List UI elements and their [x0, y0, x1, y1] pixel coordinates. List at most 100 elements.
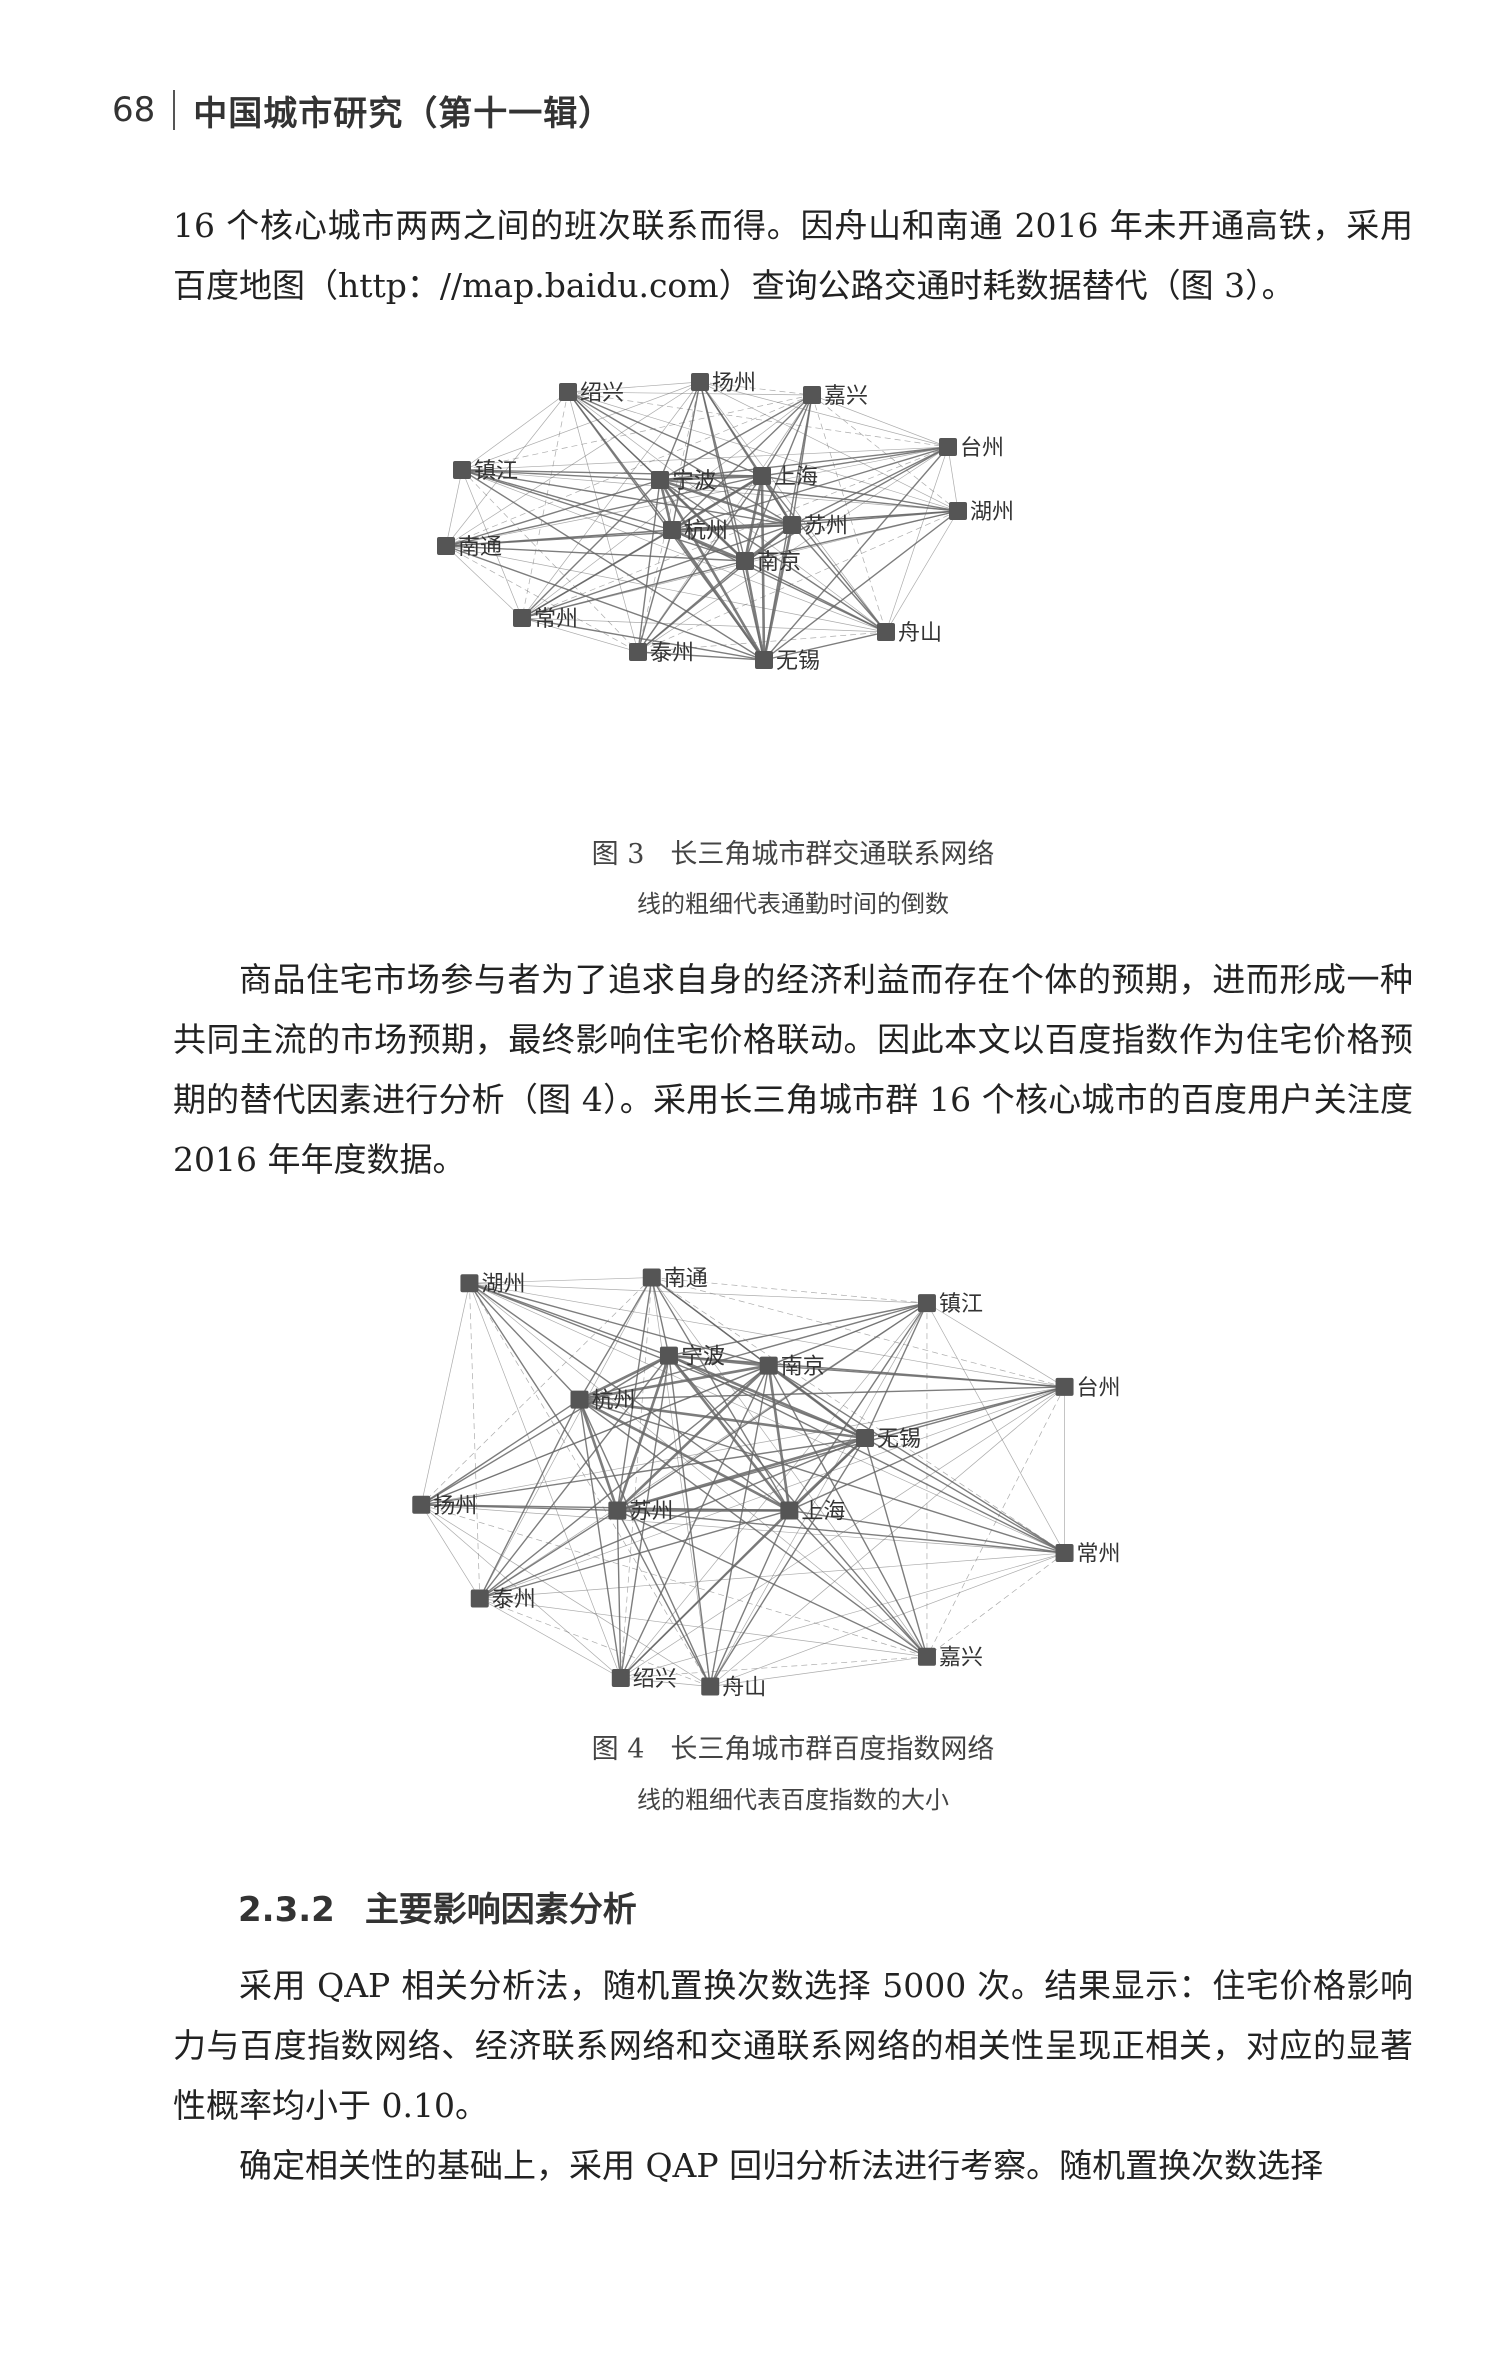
fig3-edge: [461, 469, 673, 531]
fig4-node-nantong: 南通: [642, 1267, 708, 1292]
fig3-edge: [699, 381, 765, 661]
fig3-node-zhenjiang: 镇江: [453, 459, 518, 484]
fig3-edge: [461, 391, 569, 471]
fig4-edge: [767, 1365, 791, 1511]
fig4-node-marker: [780, 1501, 799, 1520]
fig3-edge: [699, 381, 813, 396]
fig4-edge: [579, 1399, 1065, 1554]
fig3-edge: [760, 475, 766, 661]
fig3-edge: [445, 469, 463, 547]
paragraph-1: 16 个核心城市两两之间的班次联系而得。因舟山和南通 2016 年未开通高铁，采…: [173, 206, 1413, 305]
figure-3: 绍兴扬州嘉兴台州镇江宁波上海湖州苏州杭州南通南京常州舟山泰州无锡: [350, 350, 1150, 830]
fig4-edge: [864, 1437, 928, 1657]
fig3-edge: [445, 545, 765, 661]
fig3-node-nantong: 南通: [437, 535, 502, 560]
fig4-edge: [479, 1365, 770, 1600]
fig3-edge: [637, 479, 661, 653]
fig3-node-taizhou_js: 泰州: [629, 641, 694, 666]
fig3-node-marker: [651, 471, 669, 489]
fig3-edge: [761, 475, 959, 512]
fig3-node-label: 扬州: [712, 371, 756, 396]
fig4-node-taizhou_js: 泰州: [470, 1587, 536, 1612]
fig4-edges: [420, 1277, 1065, 1687]
fig3-node-marker: [949, 502, 967, 520]
fig3-node-huzhou: 湖州: [949, 500, 1014, 525]
fig4-node-marker: [608, 1501, 627, 1520]
figure-4-title: 长三角城市群百度指数网络: [670, 1734, 995, 1765]
fig4-edge: [926, 1302, 1065, 1388]
fig3-edge: [699, 381, 959, 512]
fig3-node-label: 嘉兴: [824, 384, 868, 409]
fig3-node-marker: [691, 373, 709, 391]
fig3-edge: [811, 394, 959, 512]
fig4-edge: [469, 1282, 769, 1367]
fig3-edge: [521, 524, 793, 619]
fig3-node-yangzhou: 扬州: [691, 371, 756, 396]
fig4-node-marker: [470, 1589, 489, 1608]
fig3-edge: [670, 529, 766, 661]
section-title: 主要影响因素分析: [364, 1890, 637, 1930]
fig4-edge: [579, 1302, 928, 1401]
fig4-edge: [421, 1504, 711, 1687]
fig3-edge: [461, 469, 523, 619]
fig4-node-label: 舟山: [722, 1676, 766, 1701]
fig4-node-zhenjiang: 镇江: [917, 1292, 983, 1317]
fig3-edge: [521, 381, 701, 619]
fig4-edge: [617, 1509, 1065, 1554]
fig3-node-label: 常州: [534, 607, 578, 632]
fig4-node-marker: [642, 1268, 661, 1287]
fig3-node-hangzhou: 杭州: [663, 519, 728, 544]
fig3-node-marker: [663, 521, 681, 539]
fig3-node-marker: [783, 516, 801, 534]
fig3-edge: [947, 446, 959, 512]
fig4-edge: [479, 1509, 618, 1600]
fig3-edge: [761, 446, 949, 477]
fig4-node-hangzhou: 杭州: [570, 1389, 636, 1414]
fig4-edge: [479, 1437, 866, 1600]
fig3-node-label: 镇江: [474, 459, 518, 484]
figure-3-network: 绍兴扬州嘉兴台州镇江宁波上海湖州苏州杭州南通南京常州舟山泰州无锡: [437, 371, 1014, 674]
fig3-edge: [659, 479, 746, 562]
fig4-edge: [420, 1283, 470, 1505]
fig3-edge: [637, 381, 701, 653]
fig3-edge: [521, 617, 887, 633]
fig4-edge: [709, 1437, 866, 1687]
fig3-node-label: 杭州: [684, 519, 728, 544]
fig3-edge: [521, 529, 673, 619]
fig4-node-marker: [460, 1274, 479, 1293]
fig3-edge: [762, 524, 794, 661]
fig3-node-label: 台州: [960, 436, 1004, 461]
fig4-edge: [651, 1277, 928, 1657]
fig4-edge: [768, 1364, 1065, 1388]
fig3-node-suzhou: 苏州: [783, 514, 848, 539]
fig4-edge: [579, 1399, 928, 1658]
fig4-edge: [469, 1282, 928, 1657]
figure-3-subtitle: 线的粗细代表通勤时间的倒数: [637, 890, 949, 918]
figure-3-title: 长三角城市群交通联系网络: [670, 839, 995, 870]
fig3-node-marker: [629, 643, 647, 661]
fig3-edge: [445, 545, 746, 562]
fig4-edge: [469, 1282, 927, 1304]
fig3-edge: [659, 479, 959, 512]
fig3-node-marker: [753, 467, 771, 485]
fig4-node-ningbo: 宁波: [659, 1345, 725, 1370]
fig4-edge: [651, 1277, 670, 1356]
fig3-edge: [885, 510, 959, 633]
fig4-edge: [767, 1364, 866, 1440]
fig3-edge: [659, 479, 887, 633]
fig3-edge: [521, 391, 569, 619]
fig4-edge: [578, 1354, 670, 1401]
fig4-edge: [616, 1510, 622, 1679]
fig4-node-label: 镇江: [939, 1292, 983, 1317]
fig3-edge: [744, 510, 959, 562]
fig4-edge: [579, 1386, 1065, 1401]
fig4-edge: [421, 1504, 1065, 1554]
fig3-node-label: 苏州: [804, 514, 848, 539]
fig4-node-label: 泰州: [492, 1587, 536, 1612]
paragraph-2: 商品住宅市场参与者为了追求自身的经济利益而存在个体的预期，进而形成一种共同主流的…: [173, 960, 1413, 1179]
fig4-edge: [469, 1283, 622, 1679]
fig3-edge: [521, 617, 765, 661]
fig4-edge: [864, 1302, 928, 1439]
